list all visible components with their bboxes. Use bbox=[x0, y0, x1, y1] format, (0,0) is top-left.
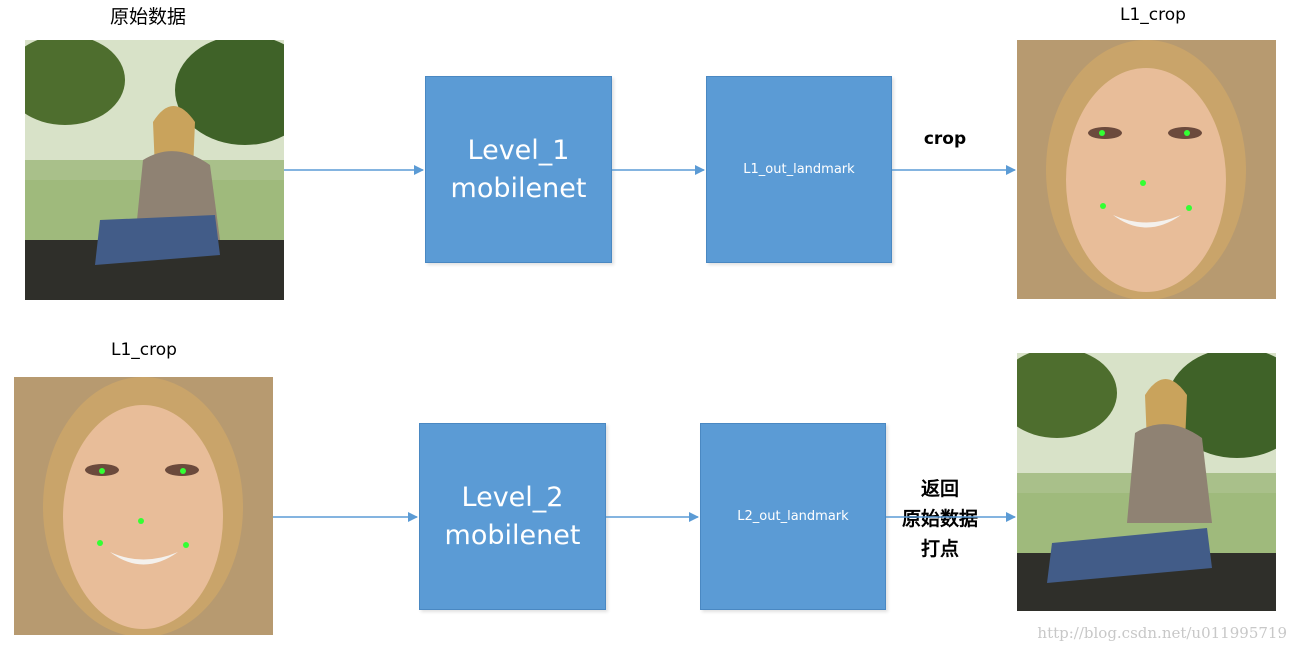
original-photo-top bbox=[25, 40, 284, 300]
caption-line-3: 打点 bbox=[920, 538, 959, 560]
level2-title: Level_2 bbox=[461, 481, 564, 513]
l2-out-landmark-label: L2_out_landmark bbox=[737, 509, 849, 524]
caption-line-1: 返回 bbox=[920, 478, 959, 500]
l1-crop-photo-top bbox=[1017, 40, 1276, 299]
return-to-original-caption: 返回 原始数据 打点 bbox=[892, 474, 988, 564]
original-photo-annotated bbox=[1017, 353, 1276, 611]
original-data-label: 原始数据 bbox=[109, 6, 186, 28]
l1-out-landmark-label: L1_out_landmark bbox=[743, 162, 855, 177]
level1-mobilenet-box: Level_1 mobilenet bbox=[425, 76, 612, 263]
caption-line-2: 原始数据 bbox=[901, 508, 978, 530]
watermark: http://blog.csdn.net/u011995719 bbox=[1037, 624, 1287, 642]
level1-subtitle: mobilenet bbox=[450, 172, 587, 204]
crop-caption: crop bbox=[923, 129, 967, 149]
l2-out-landmark-box: L2_out_landmark bbox=[700, 423, 886, 610]
level1-title: Level_1 bbox=[467, 134, 570, 166]
level2-subtitle: mobilenet bbox=[444, 519, 581, 551]
l1-crop-label-bottom: L1_crop bbox=[111, 340, 177, 360]
l1-crop-label-top: L1_crop bbox=[1120, 5, 1186, 25]
l1-crop-photo-bottom bbox=[14, 377, 273, 635]
level2-mobilenet-box: Level_2 mobilenet bbox=[419, 423, 606, 610]
l1-out-landmark-box: L1_out_landmark bbox=[706, 76, 892, 263]
